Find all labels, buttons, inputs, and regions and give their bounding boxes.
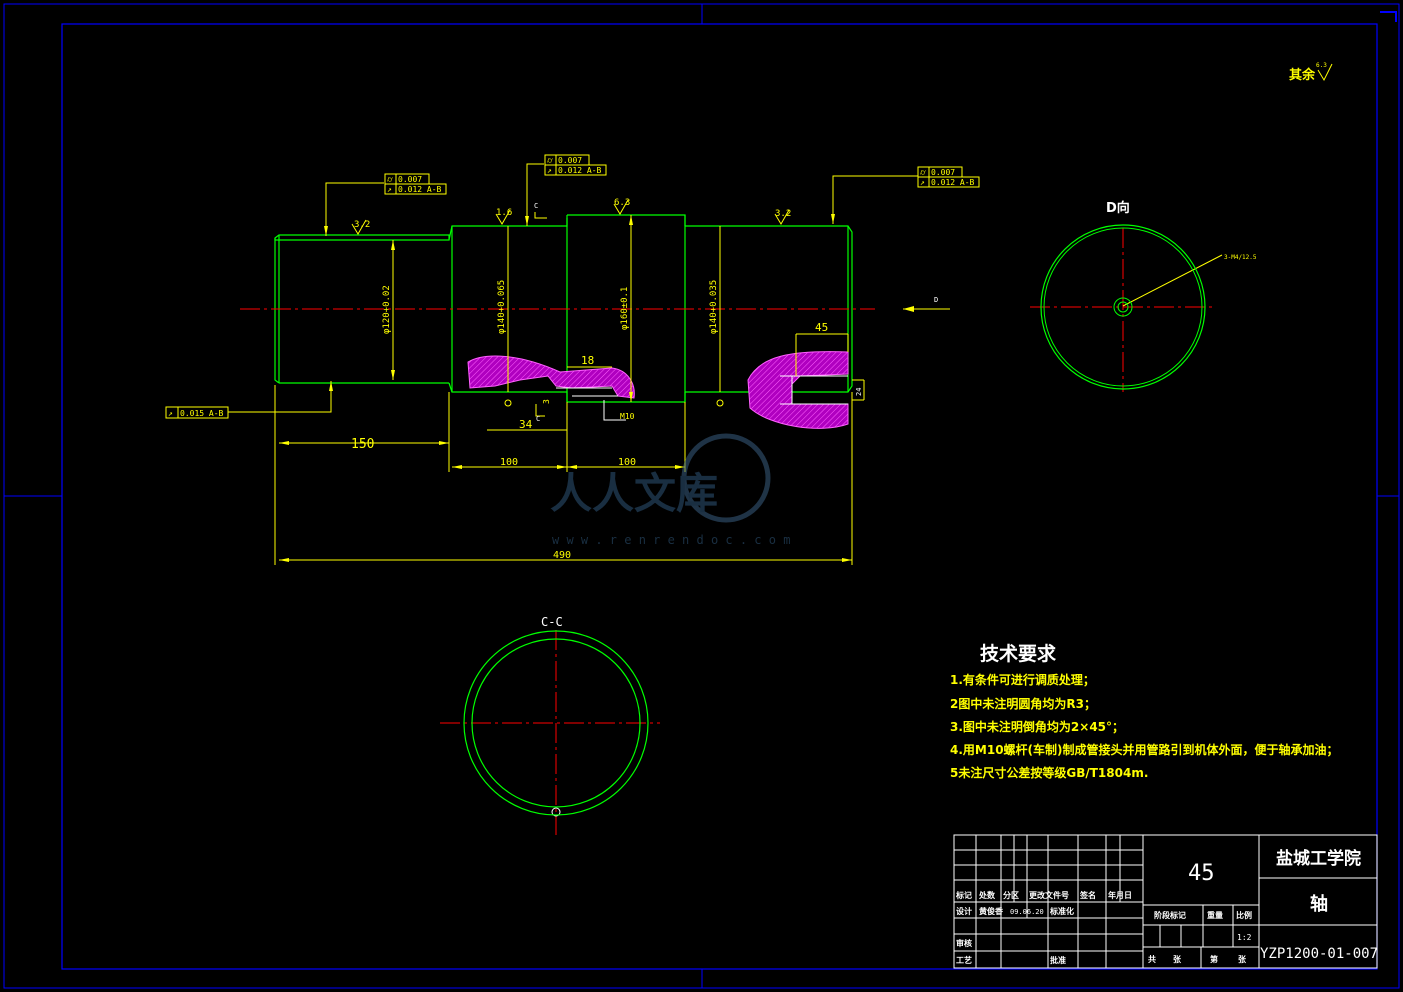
dim-18: 18 xyxy=(581,354,594,367)
d-view-callout: 3-M4/12.5 xyxy=(1224,254,1257,261)
tol-rt-1: 0.007 xyxy=(931,168,955,177)
cc-section-view: C-C xyxy=(463,615,649,816)
dim-100b: 100 xyxy=(618,457,636,468)
tolerance-frame-left-bottom: ↗ 0.015 A-B xyxy=(165,406,229,419)
roughness-2: 1.6 xyxy=(496,208,512,218)
technical-requirements: 技术要求 1.有条件可进行调质处理； 2图中未注明圆角均为R3； 3.图中未注明… xyxy=(950,642,1339,780)
surface-finish-text: 其余 xyxy=(1289,67,1316,83)
dim-45: 45 xyxy=(815,321,828,334)
part-name: 轴 xyxy=(1310,893,1328,915)
dim-24: 24 xyxy=(855,388,863,396)
d-view: D向 3-M4/12.5 xyxy=(1040,200,1257,390)
diameter-2: φ140+0.065 xyxy=(497,280,507,334)
roughness-3: 6.3 xyxy=(614,198,630,208)
svg-text:设计: 设计 xyxy=(956,906,972,916)
dim-m10: M10 xyxy=(620,412,635,421)
svg-text:处数: 处数 xyxy=(978,890,996,900)
dim-150: 150 xyxy=(351,437,374,452)
svg-text:重量: 重量 xyxy=(1207,910,1223,920)
tol-lb: 0.015 A-B xyxy=(180,409,224,418)
tolerance-frame-left-top: 0.007 0.012 A-B ↗⌭ xyxy=(384,173,447,195)
dim-3: 3 xyxy=(542,399,551,404)
roughness-1: 3.2 xyxy=(354,220,370,230)
svg-text:工艺: 工艺 xyxy=(956,955,972,965)
watermark-text: 人人文库 xyxy=(550,469,718,518)
svg-text:年月日: 年月日 xyxy=(1108,890,1132,900)
svg-text:⌭: ⌭ xyxy=(547,156,553,165)
dimension-lines xyxy=(228,163,1223,817)
svg-text:⌭: ⌭ xyxy=(387,175,393,184)
tol-lt-1: 0.007 xyxy=(398,175,422,184)
drawing-frame xyxy=(3,3,1400,989)
svg-text:张: 张 xyxy=(1238,955,1247,964)
tech-item-3: 3.图中未注明倒角均为2×45°； xyxy=(950,719,1124,734)
svg-text:↗: ↗ xyxy=(920,178,925,187)
tol-mt-1: 0.007 xyxy=(558,156,582,165)
tolerance-frame-middle-top: 0.007 0.012 A-B ↗⌭ xyxy=(544,154,607,176)
roughness-4: 3.2 xyxy=(775,209,791,219)
svg-text:签名: 签名 xyxy=(1079,890,1096,900)
svg-text:第: 第 xyxy=(1210,954,1218,964)
svg-text:↗: ↗ xyxy=(387,185,392,194)
svg-text:标记: 标记 xyxy=(955,890,972,900)
tech-title: 技术要求 xyxy=(980,642,1057,665)
svg-text:↗: ↗ xyxy=(547,166,552,175)
roughness-symbols xyxy=(351,199,790,235)
tol-lt-2: 0.012 A-B xyxy=(398,185,442,194)
tech-item-1: 1.有条件可进行调质处理； xyxy=(950,672,1095,687)
diameter-1: φ120+0.02 xyxy=(382,285,392,334)
diameter-3: φ160±0.1 xyxy=(620,287,630,330)
svg-text:张: 张 xyxy=(1173,955,1182,964)
section-mark-bottom: C xyxy=(536,415,540,423)
dim-100a: 100 xyxy=(500,457,518,468)
surface-finish-note: 其余 6.3 xyxy=(1289,62,1333,83)
diameter-4: φ140+0.035 xyxy=(709,280,719,334)
title-block xyxy=(953,834,1378,969)
tol-rt-2: 0.012 A-B xyxy=(931,178,975,187)
svg-text:标准化: 标准化 xyxy=(1049,906,1074,916)
d-view-label: D向 xyxy=(1106,200,1130,216)
centerlines xyxy=(240,228,1215,835)
oil-passage-hatch xyxy=(467,351,849,429)
scale-value: 1:2 xyxy=(1237,933,1252,942)
surface-finish-value: 6.3 xyxy=(1316,62,1327,69)
material: 45 xyxy=(1188,861,1215,886)
tol-mt-2: 0.012 A-B xyxy=(558,166,602,175)
svg-text:审核: 审核 xyxy=(956,938,972,948)
svg-text:批准: 批准 xyxy=(1050,955,1066,965)
svg-text:共: 共 xyxy=(1148,954,1156,964)
svg-text:黄俊香: 黄俊香 xyxy=(979,906,1004,916)
tech-item-5: 5未注尺寸公差按等级GB/T1804m. xyxy=(950,765,1148,780)
title-block-labels: 标记 处数 分区 更改文件号 签名 年月日 设计 黄俊香 09.06.20 标准… xyxy=(955,890,1252,965)
svg-text:分区: 分区 xyxy=(1003,890,1019,900)
drawing-number: YZP1200-01-007 xyxy=(1260,946,1378,962)
svg-text:⌭: ⌭ xyxy=(920,168,926,177)
view-arrow-d: D xyxy=(934,296,938,304)
tolerance-frame-right-top: 0.007 0.012 A-B ↗⌭ xyxy=(917,166,980,188)
watermark-url: w w w . r e n r e n d o c . c o m xyxy=(552,533,790,547)
arrow-heads xyxy=(279,214,914,562)
svg-text:09.06.20: 09.06.20 xyxy=(1010,908,1044,916)
svg-text:更改文件号: 更改文件号 xyxy=(1029,890,1069,900)
bore-details xyxy=(556,375,848,421)
section-mark-top: C xyxy=(534,202,538,210)
cc-view-label: C-C xyxy=(541,615,563,629)
svg-text:↗: ↗ xyxy=(168,409,173,418)
watermark: 人人文库 w w w . r e n r e n d o c . c o m xyxy=(550,433,790,547)
svg-text:阶段标记: 阶段标记 xyxy=(1154,910,1186,920)
tech-item-2: 2图中未注明圆角均为R3； xyxy=(950,696,1096,711)
school-name: 盐城工学院 xyxy=(1276,848,1361,869)
dim-34: 34 xyxy=(519,418,533,431)
svg-text:比例: 比例 xyxy=(1236,910,1252,920)
tech-item-4: 4.用M10螺杆(车制)制成管接头并用管路引到机体外面，便于轴承加油； xyxy=(950,742,1339,757)
dim-490: 490 xyxy=(553,550,571,561)
